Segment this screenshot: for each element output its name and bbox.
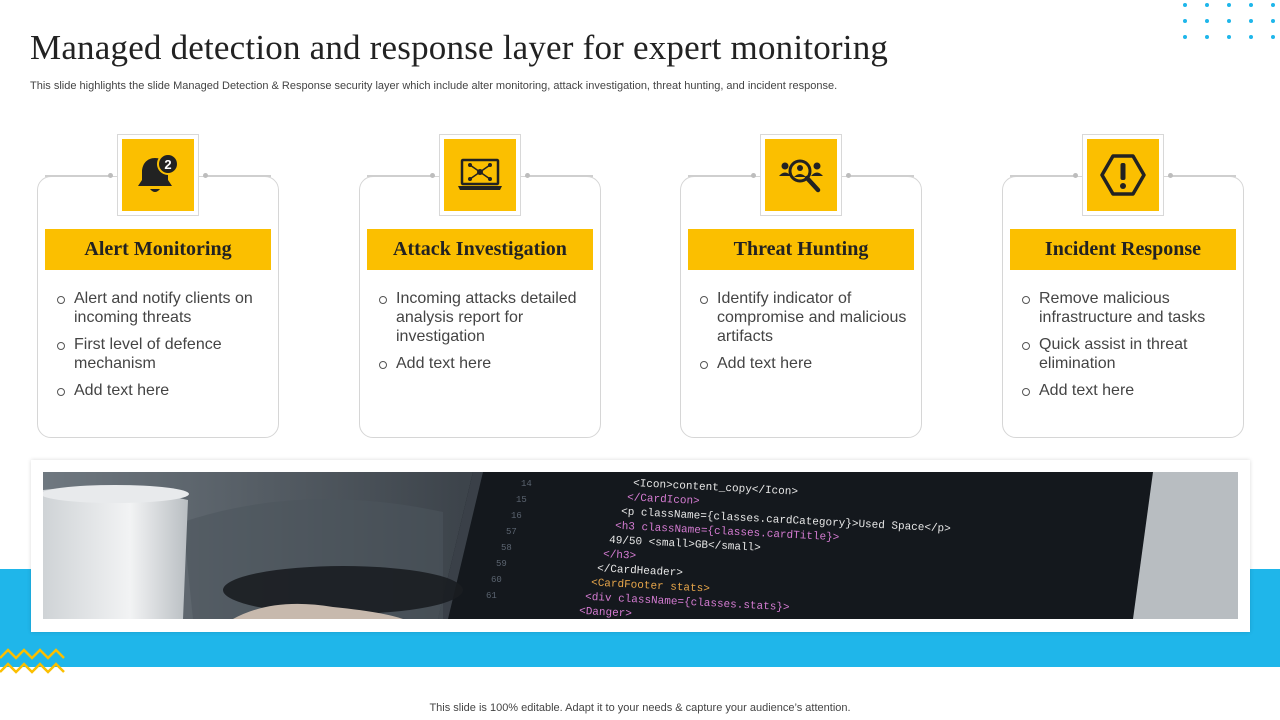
decorative-dot bbox=[1271, 35, 1275, 39]
code-line-number: 16 bbox=[511, 511, 522, 521]
card-alert-monitoring: 2 Alert Monitoring Alert and notify clie… bbox=[37, 134, 279, 438]
code-line: </h3> bbox=[603, 549, 637, 563]
code-line-number: 58 bbox=[501, 543, 512, 553]
notification-badge-count: 2 bbox=[164, 157, 171, 172]
decorative-dot bbox=[1183, 35, 1187, 39]
laptop-investigation-icon bbox=[458, 158, 502, 190]
list-item: Add text here bbox=[56, 381, 266, 400]
card-title: Threat Hunting bbox=[688, 229, 914, 270]
card-title: Alert Monitoring bbox=[45, 229, 271, 270]
decorative-dot bbox=[1249, 19, 1253, 23]
icon-frame bbox=[1082, 134, 1164, 216]
decorative-dot bbox=[1271, 3, 1275, 7]
code-line: <Danger> bbox=[579, 606, 632, 619]
list-item: Add text here bbox=[699, 354, 909, 373]
slide-subtitle: This slide highlights the slide Managed … bbox=[30, 80, 838, 92]
code-line-number: 14 bbox=[521, 479, 532, 489]
connector-line bbox=[1010, 173, 1078, 178]
zigzag-decoration bbox=[0, 648, 65, 674]
icon-frame bbox=[760, 134, 842, 216]
decorative-dot bbox=[1249, 3, 1253, 7]
list-item: Add text here bbox=[378, 354, 588, 373]
list-item: First level of defence mechanism bbox=[56, 335, 266, 373]
decorative-dot bbox=[1205, 35, 1209, 39]
decorative-dot bbox=[1183, 3, 1187, 7]
list-item: Alert and notify clients on incoming thr… bbox=[56, 289, 266, 327]
decorative-dot bbox=[1249, 35, 1253, 39]
connector-line bbox=[525, 173, 593, 178]
connector-line bbox=[367, 173, 435, 178]
list-item: Remove malicious infrastructure and task… bbox=[1021, 289, 1231, 327]
list-item: Incoming attacks detailed analysis repor… bbox=[378, 289, 588, 346]
icon-frame: 2 bbox=[117, 134, 199, 216]
card-title: Attack Investigation bbox=[367, 229, 593, 270]
connector-line bbox=[1168, 173, 1236, 178]
connector-line bbox=[846, 173, 914, 178]
card-bullet-list: Identify indicator of compromise and mal… bbox=[699, 289, 909, 381]
icon-frame bbox=[439, 134, 521, 216]
list-item: Quick assist in threat elimination bbox=[1021, 335, 1231, 373]
threat-search-icon bbox=[779, 159, 823, 193]
decorative-dot bbox=[1227, 35, 1231, 39]
card-bullet-list: Incoming attacks detailed analysis repor… bbox=[378, 289, 588, 381]
decorative-dot bbox=[1271, 19, 1275, 23]
alert-bell-icon: 2 bbox=[138, 153, 179, 192]
card-bullet-list: Remove malicious infrastructure and task… bbox=[1021, 289, 1231, 408]
photo-illustration: <Icon>content_copy</Icon></CardIcon><p c… bbox=[43, 472, 1238, 619]
code-line-number: 60 bbox=[491, 575, 502, 585]
card-title: Incident Response bbox=[1010, 229, 1236, 270]
decorative-dot bbox=[1227, 3, 1231, 7]
code-line: </CardHeader> bbox=[597, 563, 683, 579]
connector-line bbox=[45, 173, 113, 178]
card-incident-response: Incident Response Remove malicious infra… bbox=[1002, 134, 1244, 438]
decorative-dot bbox=[1205, 3, 1209, 7]
slide-footer: This slide is 100% editable. Adapt it to… bbox=[429, 702, 851, 714]
connector-line bbox=[203, 173, 271, 178]
warning-octagon-icon bbox=[1100, 154, 1146, 196]
connector-line bbox=[688, 173, 756, 178]
card-bullet-list: Alert and notify clients on incoming thr… bbox=[56, 289, 266, 408]
decorative-dots bbox=[1180, 0, 1280, 42]
code-line-number: 57 bbox=[506, 527, 517, 537]
photo-frame: <Icon>content_copy</Icon></CardIcon><p c… bbox=[31, 460, 1250, 632]
card-threat-hunting: Threat Hunting Identify indicator of com… bbox=[680, 134, 922, 438]
list-item: Identify indicator of compromise and mal… bbox=[699, 289, 909, 346]
decorative-dot bbox=[1227, 19, 1231, 23]
code-line-number: 61 bbox=[486, 591, 497, 601]
slide-title: Managed detection and response layer for… bbox=[30, 28, 889, 67]
decorative-dot bbox=[1183, 19, 1187, 23]
card-attack-investigation: Attack Investigation Incoming attacks de… bbox=[359, 134, 601, 438]
code-line-number: 59 bbox=[496, 559, 507, 569]
list-item: Add text here bbox=[1021, 381, 1231, 400]
code-line-number: 15 bbox=[516, 495, 527, 505]
code-line: </CardIcon> bbox=[627, 492, 700, 508]
decorative-dot bbox=[1205, 19, 1209, 23]
code-laptop-photo: <Icon>content_copy</Icon></CardIcon><p c… bbox=[43, 472, 1238, 619]
